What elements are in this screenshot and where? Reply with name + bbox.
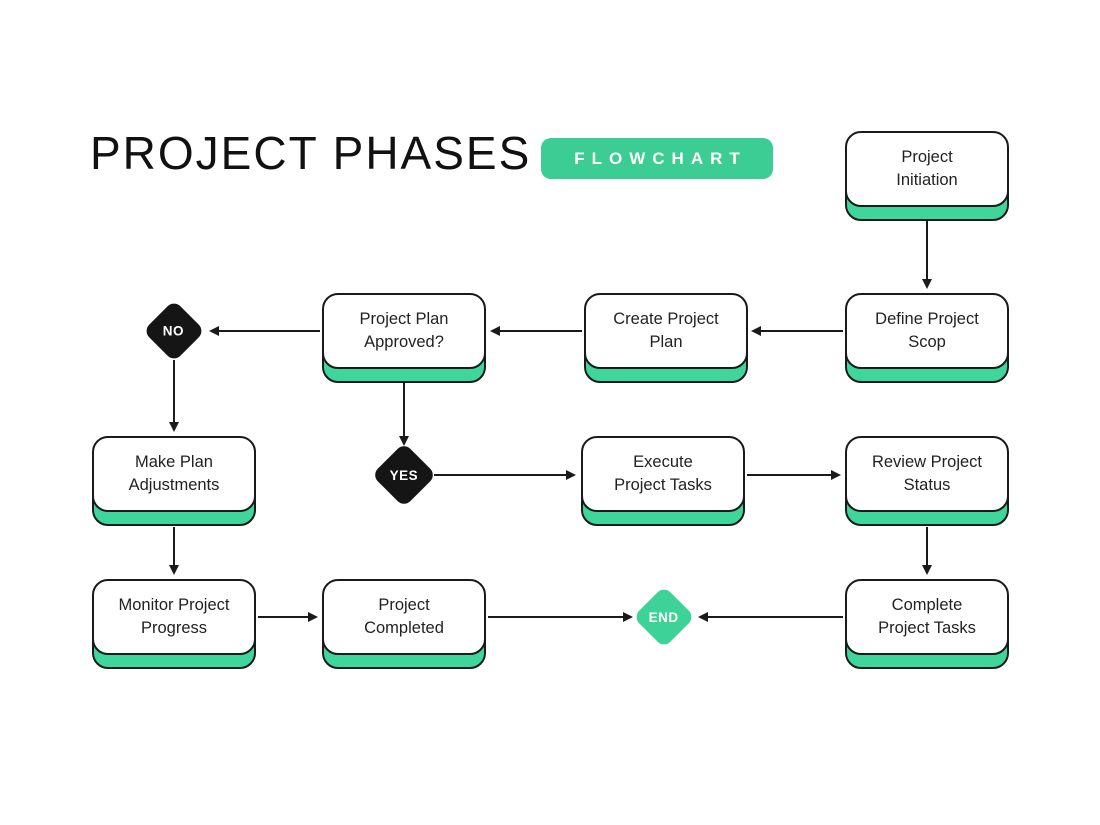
node-label: Project Plan Approved? [322,293,486,369]
page-title: PROJECT PHASES [90,127,532,179]
node-complete-project-tasks: Complete Project Tasks [845,579,1009,669]
node-monitor-project-progress: Monitor Project Progress [92,579,256,669]
terminator-label: END [648,609,680,625]
node-label: Project Initiation [845,131,1009,207]
node-execute-project-tasks: Execute Project Tasks [581,436,745,526]
decision-no-diamond: NO [142,299,206,363]
node-create-project-plan: Create Project Plan [584,293,748,383]
node-define-project-scop: Define Project Scop [845,293,1009,383]
node-label: Create Project Plan [584,293,748,369]
node-label: Make Plan Adjustments [92,436,256,512]
node-make-plan-adjustments: Make Plan Adjustments [92,436,256,526]
node-label: Project Completed [322,579,486,655]
node-label: Define Project Scop [845,293,1009,369]
node-label: Execute Project Tasks [581,436,745,512]
node-label: Review Project Status [845,436,1009,512]
node-project-plan-approved: Project Plan Approved? [322,293,486,383]
node-label: Complete Project Tasks [845,579,1009,655]
decision-label: YES [389,467,419,483]
node-project-completed: Project Completed [322,579,486,669]
terminator-end-diamond: END [632,585,696,649]
decision-label: NO [163,323,185,339]
node-review-project-status: Review Project Status [845,436,1009,526]
node-project-initiation: Project Initiation [845,131,1009,221]
node-label: Monitor Project Progress [92,579,256,655]
decision-yes-diamond: YES [371,442,437,508]
flowchart-badge: FLOWCHART [541,138,773,179]
